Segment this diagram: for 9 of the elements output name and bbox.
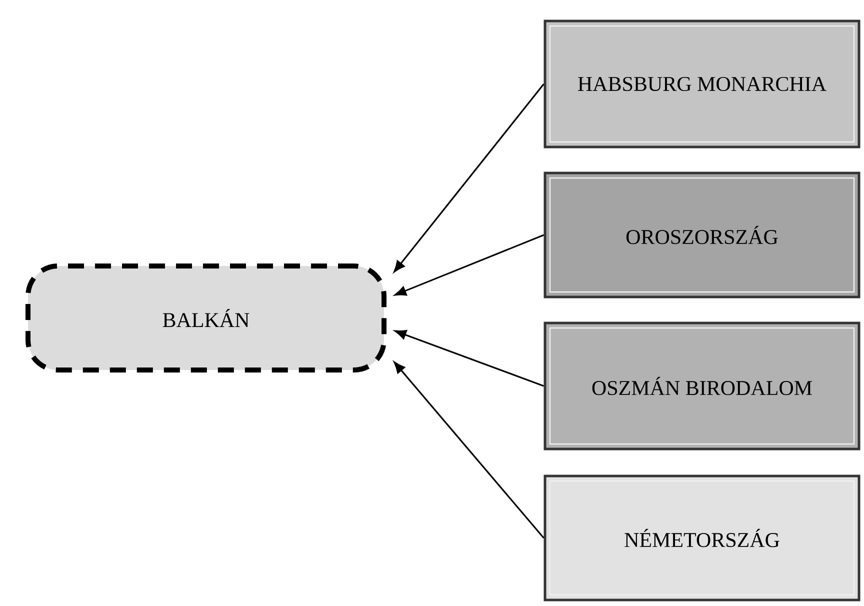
country-box: HABSBURG MONARCHIA (544, 20, 860, 148)
country-box: NÉMETORSZÁG (544, 474, 860, 602)
region-box: BALKÁN (26, 264, 386, 372)
arrow (394, 234, 544, 296)
arrow (394, 84, 544, 272)
country-box: OSZMÁN BIRODALOM (544, 322, 860, 450)
country-box: OROSZORSZÁG (544, 172, 860, 298)
arrow (394, 362, 544, 539)
arrow (394, 330, 544, 387)
